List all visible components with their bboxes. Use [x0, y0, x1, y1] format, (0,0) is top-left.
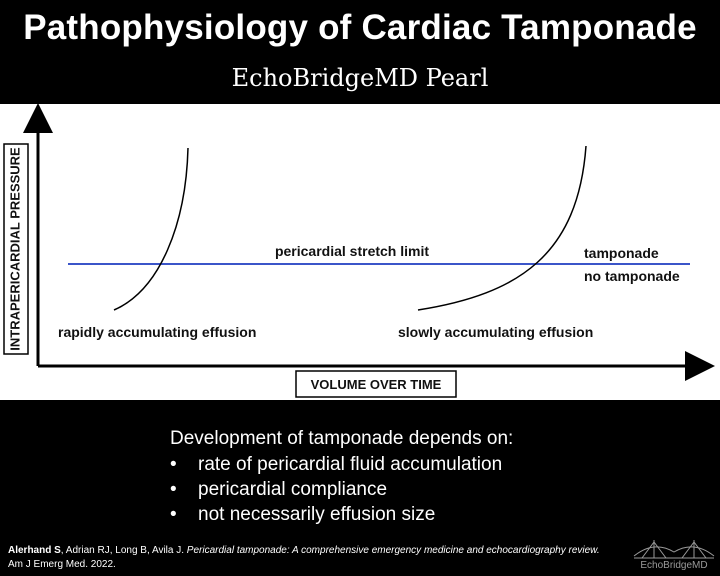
bullet-glyph: •: [170, 454, 177, 475]
citation-journal: Am J Emerg Med. 2022.: [8, 559, 116, 570]
y-axis-label-box: [3, 143, 29, 355]
logo: EchoBridgeMD: [632, 538, 716, 572]
slow-effusion-label: slowly accumulating effusion: [398, 324, 593, 340]
page-subtitle: EchoBridgeMD Pearl: [231, 64, 489, 92]
x-axis-label: VOLUME OVER TIME: [311, 377, 442, 392]
list-item-text: pericardial compliance: [198, 479, 388, 500]
bullet-glyph: •: [170, 479, 177, 500]
citation-title: Pericardial tamponade: A comprehensive e…: [186, 545, 600, 556]
logo-text: EchoBridgeMD: [640, 560, 708, 571]
y-axis-label: INTRAPERICARDIAL PRESSURE: [7, 147, 22, 351]
list-item: • rate of pericardial fluid accumulation: [170, 454, 513, 476]
development-heading: Development of tamponade depends on:: [170, 428, 514, 449]
development-list: •rate of pericardial fluid accumulation …: [170, 454, 513, 526]
stretch-limit-label: pericardial stretch limit: [275, 243, 429, 259]
page-title: Pathophysiology of Cardiac Tamponade: [23, 8, 697, 47]
diagram-panel: INTRAPERICARDIAL PRESSURE VOLUME OVER TI…: [0, 104, 720, 400]
tamponade-label: tamponade: [584, 245, 659, 261]
slow-effusion-curve: [417, 145, 587, 311]
no-tamponade-label: no tamponade: [584, 268, 680, 284]
bullet-glyph: •: [170, 504, 177, 525]
list-item: • pericardial compliance: [170, 479, 513, 501]
x-axis-label-box: [295, 370, 457, 398]
citation-lead-author: Alerhand S: [8, 545, 61, 556]
list-item-text: not necessarily effusion size: [198, 504, 436, 525]
citation-authors: , Adrian RJ, Long B, Avila J.: [60, 545, 187, 556]
bridge-icon: [633, 540, 715, 559]
rapid-effusion-curve: [113, 147, 189, 311]
citation: Alerhand S, Adrian RJ, Long B, Avila J. …: [8, 544, 608, 572]
rapid-effusion-label: rapidly accumulating effusion: [58, 324, 256, 340]
list-item: • not necessarily effusion size: [170, 504, 513, 526]
pressure-volume-diagram: INTRAPERICARDIAL PRESSURE VOLUME OVER TI…: [3, 104, 715, 398]
list-item-text: rate of pericardial fluid accumulation: [198, 454, 503, 475]
development-section: Development of tamponade depends on: • ra…: [170, 428, 513, 526]
